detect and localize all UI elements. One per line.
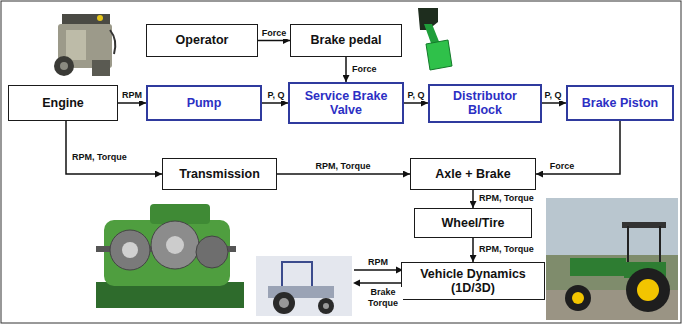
gear-hub (166, 236, 184, 254)
signal-connector (404, 102, 428, 104)
signal-connector (542, 102, 566, 104)
signal-label: Brake Torque (363, 287, 403, 309)
signal-connector (118, 102, 146, 104)
process-box: Axle + Brake (410, 158, 536, 190)
process-box: Brake pedal (290, 24, 402, 57)
node-label: Engine (42, 96, 84, 110)
cad-wheel (273, 292, 295, 314)
node-label: Axle + Brake (435, 167, 510, 181)
cad-wheel (318, 298, 334, 314)
process-box: Vehicle Dynamics (1D/3D) (401, 262, 545, 300)
engine-part (66, 30, 86, 60)
node-label: Service Brake Valve (295, 89, 397, 118)
signal-label: P, Q (544, 90, 563, 101)
cad-cab (282, 262, 312, 288)
signal-connector (345, 57, 347, 82)
cad-background (256, 256, 352, 316)
node-label: Brake Piston (582, 96, 658, 110)
signal-label: P, Q (267, 90, 286, 101)
signal-arrow (360, 282, 403, 284)
signal-label: P, Q (407, 90, 426, 101)
node-label: Operator (176, 33, 229, 47)
signal-label: RPM, Torque (478, 244, 535, 255)
signal-connector (277, 173, 410, 175)
gear (196, 236, 228, 268)
transmission-top (150, 204, 210, 224)
signal-label: RPM (121, 90, 143, 101)
signal-connector (472, 190, 474, 208)
signal-label: Force (351, 64, 378, 75)
signal-connector (258, 40, 290, 42)
cad-rim (323, 303, 329, 309)
signal-connector (536, 121, 620, 174)
signal-label: RPM, Torque (478, 193, 535, 204)
tractor-hood (570, 258, 626, 276)
signal-arrow (354, 269, 397, 271)
tractor-wheel (565, 285, 591, 311)
tractor-rim (637, 279, 659, 301)
tractor-wheel (626, 268, 670, 312)
signal-label: Force (549, 161, 576, 172)
engine-cap (97, 15, 103, 21)
engine-hose (110, 30, 115, 54)
node-label: Pump (187, 96, 222, 110)
arrow-head (353, 280, 360, 287)
pedal-plate (426, 40, 452, 70)
signal-connector (262, 102, 288, 104)
node-label: Distributor Block (435, 89, 535, 118)
process-box: Operator (146, 24, 258, 57)
node-label: Vehicle Dynamics (1D/3D) (407, 267, 539, 296)
transmission-housing (104, 220, 230, 286)
tractor-rim (572, 292, 584, 304)
model-block: Service Brake Valve (288, 82, 404, 124)
process-box: Transmission (162, 158, 277, 190)
node-label: Brake pedal (311, 33, 382, 47)
model-block: Brake Piston (566, 85, 674, 121)
model-block: Distributor Block (428, 84, 542, 123)
signal-connector (66, 121, 162, 174)
node-label: Wheel/Tire (442, 216, 505, 230)
gear-hub (122, 242, 138, 258)
signal-label: RPM (367, 257, 389, 268)
engine-part (92, 60, 110, 76)
photo-sky (546, 198, 678, 320)
cad-rim (279, 298, 289, 308)
process-box: Wheel/Tire (414, 208, 532, 238)
signal-connector (472, 238, 474, 262)
signal-label: Force (261, 28, 288, 39)
signal-label: RPM, Torque (71, 152, 128, 163)
gear (110, 230, 150, 270)
photo-trees (546, 255, 678, 320)
gear (151, 221, 199, 269)
process-box: Engine (8, 85, 118, 121)
signal-label: RPM, Torque (315, 161, 372, 172)
model-block: Pump (146, 85, 262, 121)
engine-pulley-hub (60, 62, 68, 70)
engine-pulley (54, 56, 74, 76)
node-label: Transmission (179, 167, 260, 181)
